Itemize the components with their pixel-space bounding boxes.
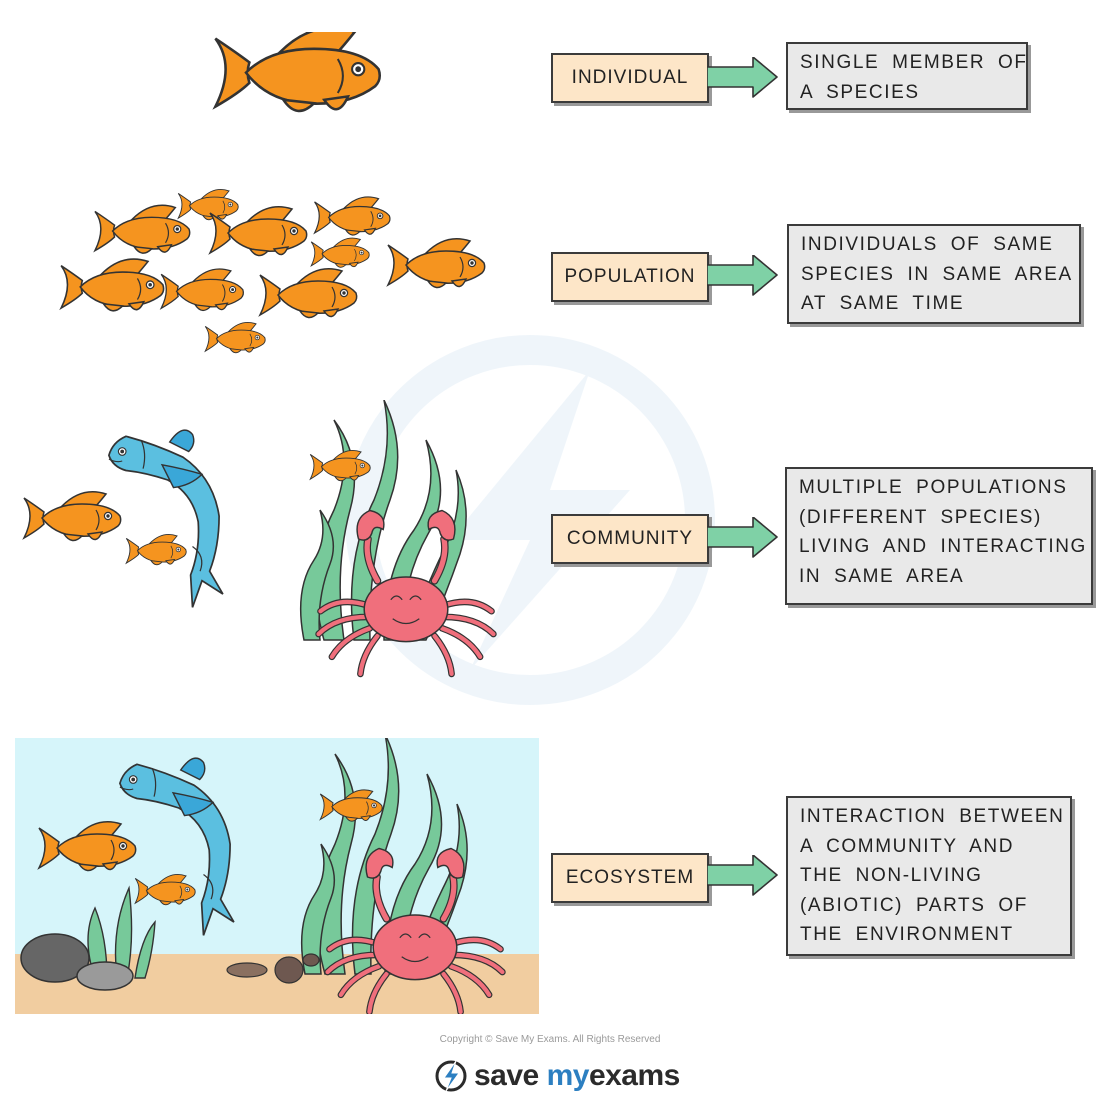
goldfish-icon bbox=[94, 204, 191, 254]
arrow-icon bbox=[707, 255, 778, 296]
level-description-ecosystem: INTERACTION BETWEEN A COMMUNITY AND THE … bbox=[786, 796, 1072, 956]
description-line: (ABIOTIC) PARTS OF bbox=[800, 894, 1028, 916]
level-description-community: MULTIPLE POPULATIONS (DIFFERENT SPECIES)… bbox=[785, 467, 1093, 605]
rock-icon bbox=[274, 956, 304, 984]
level-label-ecosystem: ECOSYSTEM bbox=[551, 853, 709, 903]
arrow-icon bbox=[707, 855, 778, 896]
description-line: A SPECIES bbox=[800, 81, 920, 103]
description-line: INTERACTION BETWEEN bbox=[800, 806, 1065, 827]
individual-goldfish-illustration bbox=[214, 32, 382, 113]
description-line: MULTIPLE POPULATIONS bbox=[799, 477, 1068, 498]
level-label-population: POPULATION bbox=[551, 252, 709, 302]
goldfish-icon bbox=[259, 267, 358, 319]
arrow-icon bbox=[707, 57, 778, 98]
rock-icon bbox=[226, 962, 268, 978]
goldfish-icon bbox=[309, 449, 371, 482]
rock-icon bbox=[20, 933, 90, 983]
goldfish-icon bbox=[310, 237, 370, 268]
level-label-community: COMMUNITY bbox=[551, 514, 709, 564]
ecosystem-illustration bbox=[15, 738, 539, 1014]
level-description-individual: SINGLE MEMBER OF A SPECIES bbox=[786, 42, 1028, 110]
lightning-logo-icon bbox=[435, 1060, 467, 1092]
rock-icon bbox=[76, 961, 134, 991]
logo-word: exams bbox=[588, 1059, 680, 1092]
rock-icon bbox=[302, 953, 320, 967]
description-line: LIVING AND INTERACTING bbox=[799, 536, 1087, 557]
population-goldfish-school-illustration bbox=[60, 188, 486, 354]
arrow-icon bbox=[707, 517, 778, 558]
goldfish-icon bbox=[214, 32, 382, 113]
logo-wordmark: save myexams bbox=[474, 1059, 680, 1093]
description-line: THE ENVIRONMENT bbox=[800, 924, 1014, 945]
description-line: THE NON-LIVING bbox=[800, 865, 983, 886]
level-label-individual: INDIVIDUAL bbox=[551, 53, 709, 103]
goldfish-icon bbox=[125, 533, 187, 566]
goldfish-icon bbox=[23, 490, 122, 542]
level-description-population: INDIVIDUALS OF SAME SPECIES IN SAME AREA… bbox=[787, 224, 1081, 324]
goldfish-icon bbox=[204, 321, 266, 354]
goldfish-icon bbox=[160, 268, 245, 312]
goldfish-icon bbox=[387, 237, 486, 289]
description-line: INDIVIDUALS OF SAME bbox=[801, 234, 1054, 255]
description-line: SPECIES IN SAME AREA bbox=[801, 263, 1073, 285]
community-illustration bbox=[23, 400, 514, 680]
brand-logo[interactable]: save myexams bbox=[434, 1058, 680, 1094]
description-line: SINGLE MEMBER OF bbox=[800, 52, 1028, 73]
description-line: AT SAME TIME bbox=[801, 293, 965, 314]
description-line: IN SAME AREA bbox=[799, 565, 965, 587]
description-line: (DIFFERENT SPECIES) bbox=[799, 506, 1042, 528]
description-line: A COMMUNITY AND bbox=[800, 835, 1015, 857]
logo-word: my bbox=[546, 1059, 590, 1092]
goldfish-icon bbox=[60, 258, 165, 312]
logo-word: save bbox=[474, 1059, 547, 1092]
copyright-notice: Copyright © Save My Exams. All Rights Re… bbox=[439, 1034, 661, 1045]
salmon-icon bbox=[108, 429, 224, 609]
goldfish-icon bbox=[313, 196, 391, 236]
goldfish-icon bbox=[177, 188, 239, 221]
